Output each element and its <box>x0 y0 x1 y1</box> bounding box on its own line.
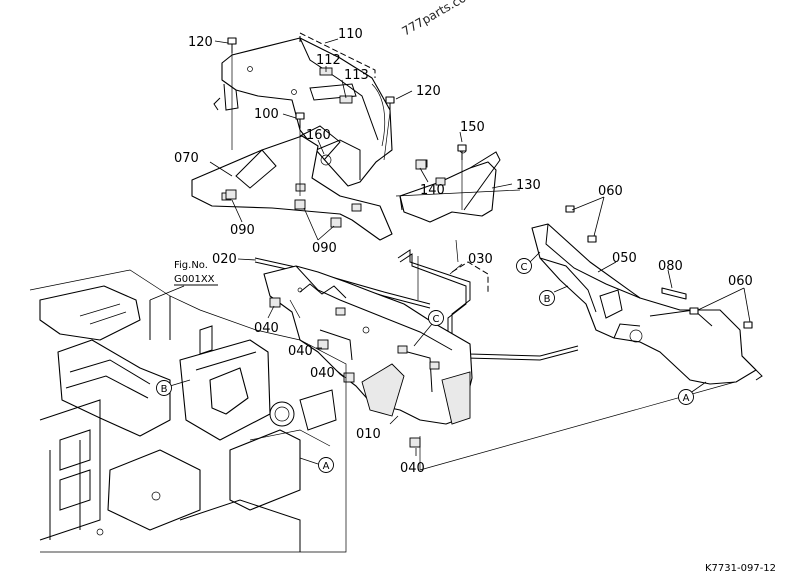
part-label-060-right: 060 <box>728 274 753 289</box>
circle-ref-a-left: A <box>318 457 334 473</box>
bracket-130 <box>399 146 501 223</box>
circled-refs: C B A C B A <box>156 258 694 473</box>
circle-ref-b-right: B <box>539 290 555 306</box>
part-label-090-right: 090 <box>312 241 337 256</box>
side-assembly-050 <box>531 223 763 385</box>
circle-ref-b-left: B <box>156 380 172 396</box>
part-label-040-c: 040 <box>310 366 335 381</box>
svg-text:B: B <box>544 294 551 305</box>
tractor-frame-context <box>29 269 347 553</box>
fig-ref-line2: G001XX <box>174 274 215 285</box>
part-label-040-a: 040 <box>254 321 279 336</box>
part-label-150: 150 <box>460 120 485 135</box>
svg-text:A: A <box>683 393 690 404</box>
part-label-112: 112 <box>316 53 341 68</box>
bracket-110 <box>299 32 376 78</box>
front-assembly-010 <box>263 265 473 425</box>
part-label-030: 030 <box>468 252 493 267</box>
part-label-120-top: 120 <box>188 35 213 50</box>
fig-reference: Fig.No. G001XX <box>149 260 218 301</box>
part-label-050: 050 <box>612 251 637 266</box>
svg-text:B: B <box>161 384 168 395</box>
part-label-060-top: 060 <box>598 184 623 199</box>
part-label-070: 070 <box>174 151 199 166</box>
upper-cover-110 <box>213 37 393 187</box>
part-label-120-right: 120 <box>416 84 441 99</box>
part-label-080: 080 <box>658 259 683 274</box>
side-panel-070 <box>191 125 393 241</box>
circle-ref-c-right: C <box>516 258 532 274</box>
fig-ref-line1: Fig.No. <box>174 260 208 271</box>
watermark-text: 777parts.com <box>400 0 479 39</box>
part-labels: 120 110 112 113 120 100 160 070 150 140 … <box>174 27 753 476</box>
rods-030 <box>397 249 579 361</box>
part-label-090-left: 090 <box>230 223 255 238</box>
leader-lines <box>169 38 751 465</box>
svg-text:C: C <box>433 314 440 325</box>
part-label-113: 113 <box>344 68 369 83</box>
pin-080 <box>661 287 687 300</box>
part-label-100: 100 <box>254 107 279 122</box>
part-label-010: 010 <box>356 427 381 442</box>
part-label-040-b: 040 <box>288 344 313 359</box>
circle-ref-c-center: C <box>428 310 444 326</box>
part-label-020: 020 <box>212 252 237 267</box>
part-label-040-d: 040 <box>400 461 425 476</box>
bracket-030 <box>451 261 489 292</box>
svg-text:A: A <box>323 461 330 472</box>
drawing-code: K7731-097-12 <box>705 563 776 574</box>
part-label-130: 130 <box>516 178 541 193</box>
part-label-140: 140 <box>420 183 445 198</box>
part-label-160: 160 <box>306 128 331 143</box>
circle-ref-a-right: A <box>678 389 694 405</box>
part-label-110: 110 <box>338 27 363 42</box>
svg-text:C: C <box>521 262 528 273</box>
bolts <box>227 37 753 329</box>
